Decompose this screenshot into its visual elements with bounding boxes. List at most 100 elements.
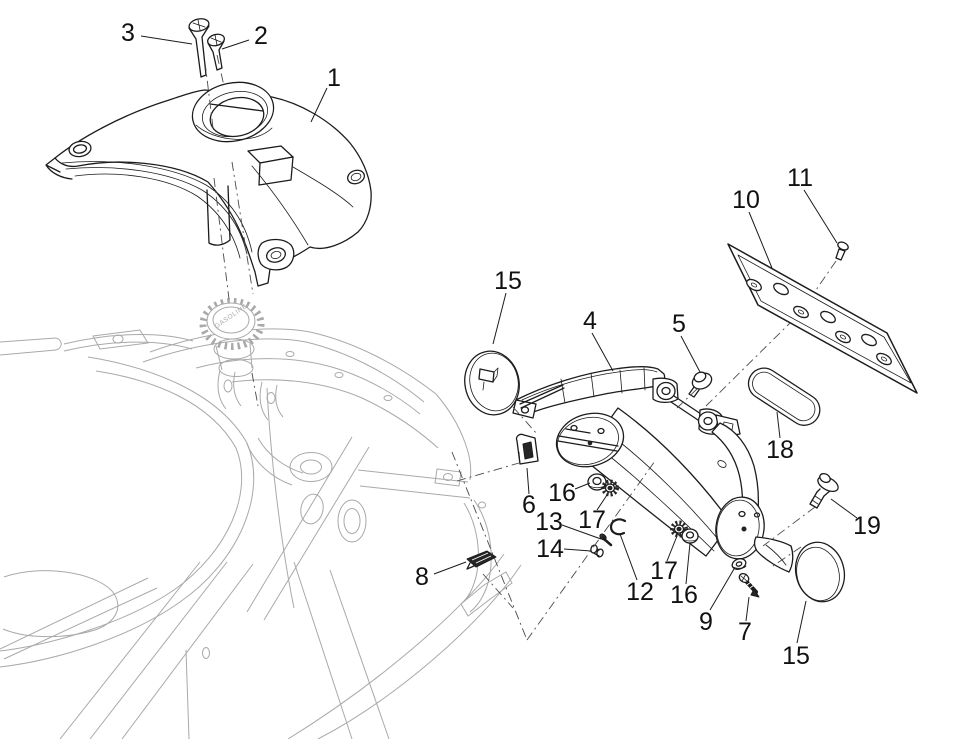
part-label-14: 14: [536, 535, 592, 563]
part-label-7: 7: [738, 596, 752, 646]
part-label-4: 4: [583, 307, 614, 372]
part-label-18: 18: [766, 411, 794, 464]
part-label-17: 17: [650, 535, 678, 585]
part-label-11: 11: [787, 164, 838, 244]
part-label-5: 5: [672, 310, 701, 373]
part-12-clip: [609, 518, 627, 536]
label-leader-line: [492, 292, 507, 345]
projection-line: [482, 573, 514, 609]
part-number: 15: [494, 267, 522, 295]
part-number: 19: [853, 512, 881, 540]
projection-line: [705, 322, 791, 407]
part-number: 6: [522, 491, 536, 519]
part-number: 13: [535, 508, 563, 536]
label-leader-line: [830, 498, 858, 519]
label-leader-line: [221, 39, 250, 50]
part-number: 11: [787, 164, 813, 192]
part-label-16: 16: [670, 542, 698, 609]
part-13-screw: [599, 533, 613, 547]
part-number: 1: [327, 64, 341, 92]
label-leader-line: [433, 561, 467, 575]
part-number: 3: [121, 19, 135, 47]
part-number: 8: [415, 563, 429, 591]
part-label-2: 2: [221, 22, 268, 50]
part-4-bracket: [512, 366, 794, 573]
part-label-1: 1: [310, 64, 341, 123]
part-number: 7: [738, 618, 752, 646]
part-label-6: 6: [522, 467, 536, 519]
projection-line: [815, 260, 837, 291]
part-7-screw: [738, 572, 760, 598]
part-14-bushing: [590, 544, 604, 558]
label-leader-line: [776, 411, 781, 439]
part-number: 15: [782, 642, 810, 670]
projection-line: [451, 451, 528, 641]
label-leader-line: [563, 548, 592, 552]
part-number: 5: [672, 310, 686, 338]
projection-line: [512, 406, 538, 435]
part-18-reflector: [747, 367, 821, 426]
label-leader-line: [685, 542, 691, 585]
part-17-locknut-left: [601, 479, 619, 497]
part-label-16: 16: [548, 479, 591, 507]
part-number: 4: [583, 307, 597, 335]
projection-line: [231, 161, 254, 295]
part-15-disc-left: [464, 350, 520, 416]
projection-lines: [204, 54, 837, 641]
part-number: 10: [732, 186, 760, 214]
part-label-17: 17: [578, 494, 608, 534]
projection-line: [456, 462, 520, 482]
label-leader-line: [140, 35, 193, 45]
part-label-12: 12: [619, 533, 654, 606]
part-9-washer: [731, 558, 747, 570]
part-16-washer-right: [681, 528, 699, 544]
part-2-screw: [207, 33, 225, 71]
part-6-clip: [515, 433, 539, 465]
part-number: 2: [254, 22, 268, 50]
projection-line: [216, 54, 225, 87]
label-leader-line: [748, 211, 773, 269]
part-8-clip: [466, 550, 497, 570]
part-number: 14: [536, 535, 564, 563]
fuel-cap: GASOLINE: [199, 298, 265, 377]
part-label-13: 13: [535, 508, 602, 540]
part-11-rivet: [835, 241, 849, 261]
part-number: 16: [548, 479, 576, 507]
label-leader-line: [561, 524, 602, 540]
part-5-bolt: [688, 371, 713, 398]
label-leader-line: [680, 335, 701, 373]
label-leader-line: [745, 596, 750, 622]
label-leader-line: [574, 482, 591, 490]
label-leader-line: [709, 568, 735, 611]
label-leader-line: [619, 533, 638, 581]
label-leader-line: [796, 600, 807, 644]
projection-line: [213, 177, 230, 300]
part-number: 17: [578, 506, 606, 534]
part-19-bolt: [809, 472, 839, 509]
label-leader-line: [666, 535, 678, 562]
projection-line: [251, 372, 259, 407]
label-leader-line: [803, 189, 838, 244]
part-3-screw: [188, 18, 210, 78]
grid-bosses: [746, 278, 892, 366]
projection-line: [762, 506, 816, 547]
projection-line: [676, 388, 698, 409]
label-leader-line: [591, 332, 614, 372]
part-1-cover: [45, 81, 372, 287]
part-number: 16: [670, 581, 698, 609]
label-leader-line: [596, 494, 608, 511]
part-number: 12: [626, 578, 654, 606]
part-label-9: 9: [699, 568, 735, 636]
part-label-19: 19: [830, 498, 881, 540]
part-15-disc-right: [794, 541, 846, 603]
part-label-15: 15: [782, 600, 810, 670]
part-number: 17: [650, 557, 678, 585]
scooter-frame: GASOLINE: [0, 298, 522, 739]
part-number: 18: [766, 436, 794, 464]
part-10-plate-grid: [727, 243, 918, 394]
part-17-locknut-right: [670, 520, 688, 538]
parts-layer: [45, 18, 918, 603]
